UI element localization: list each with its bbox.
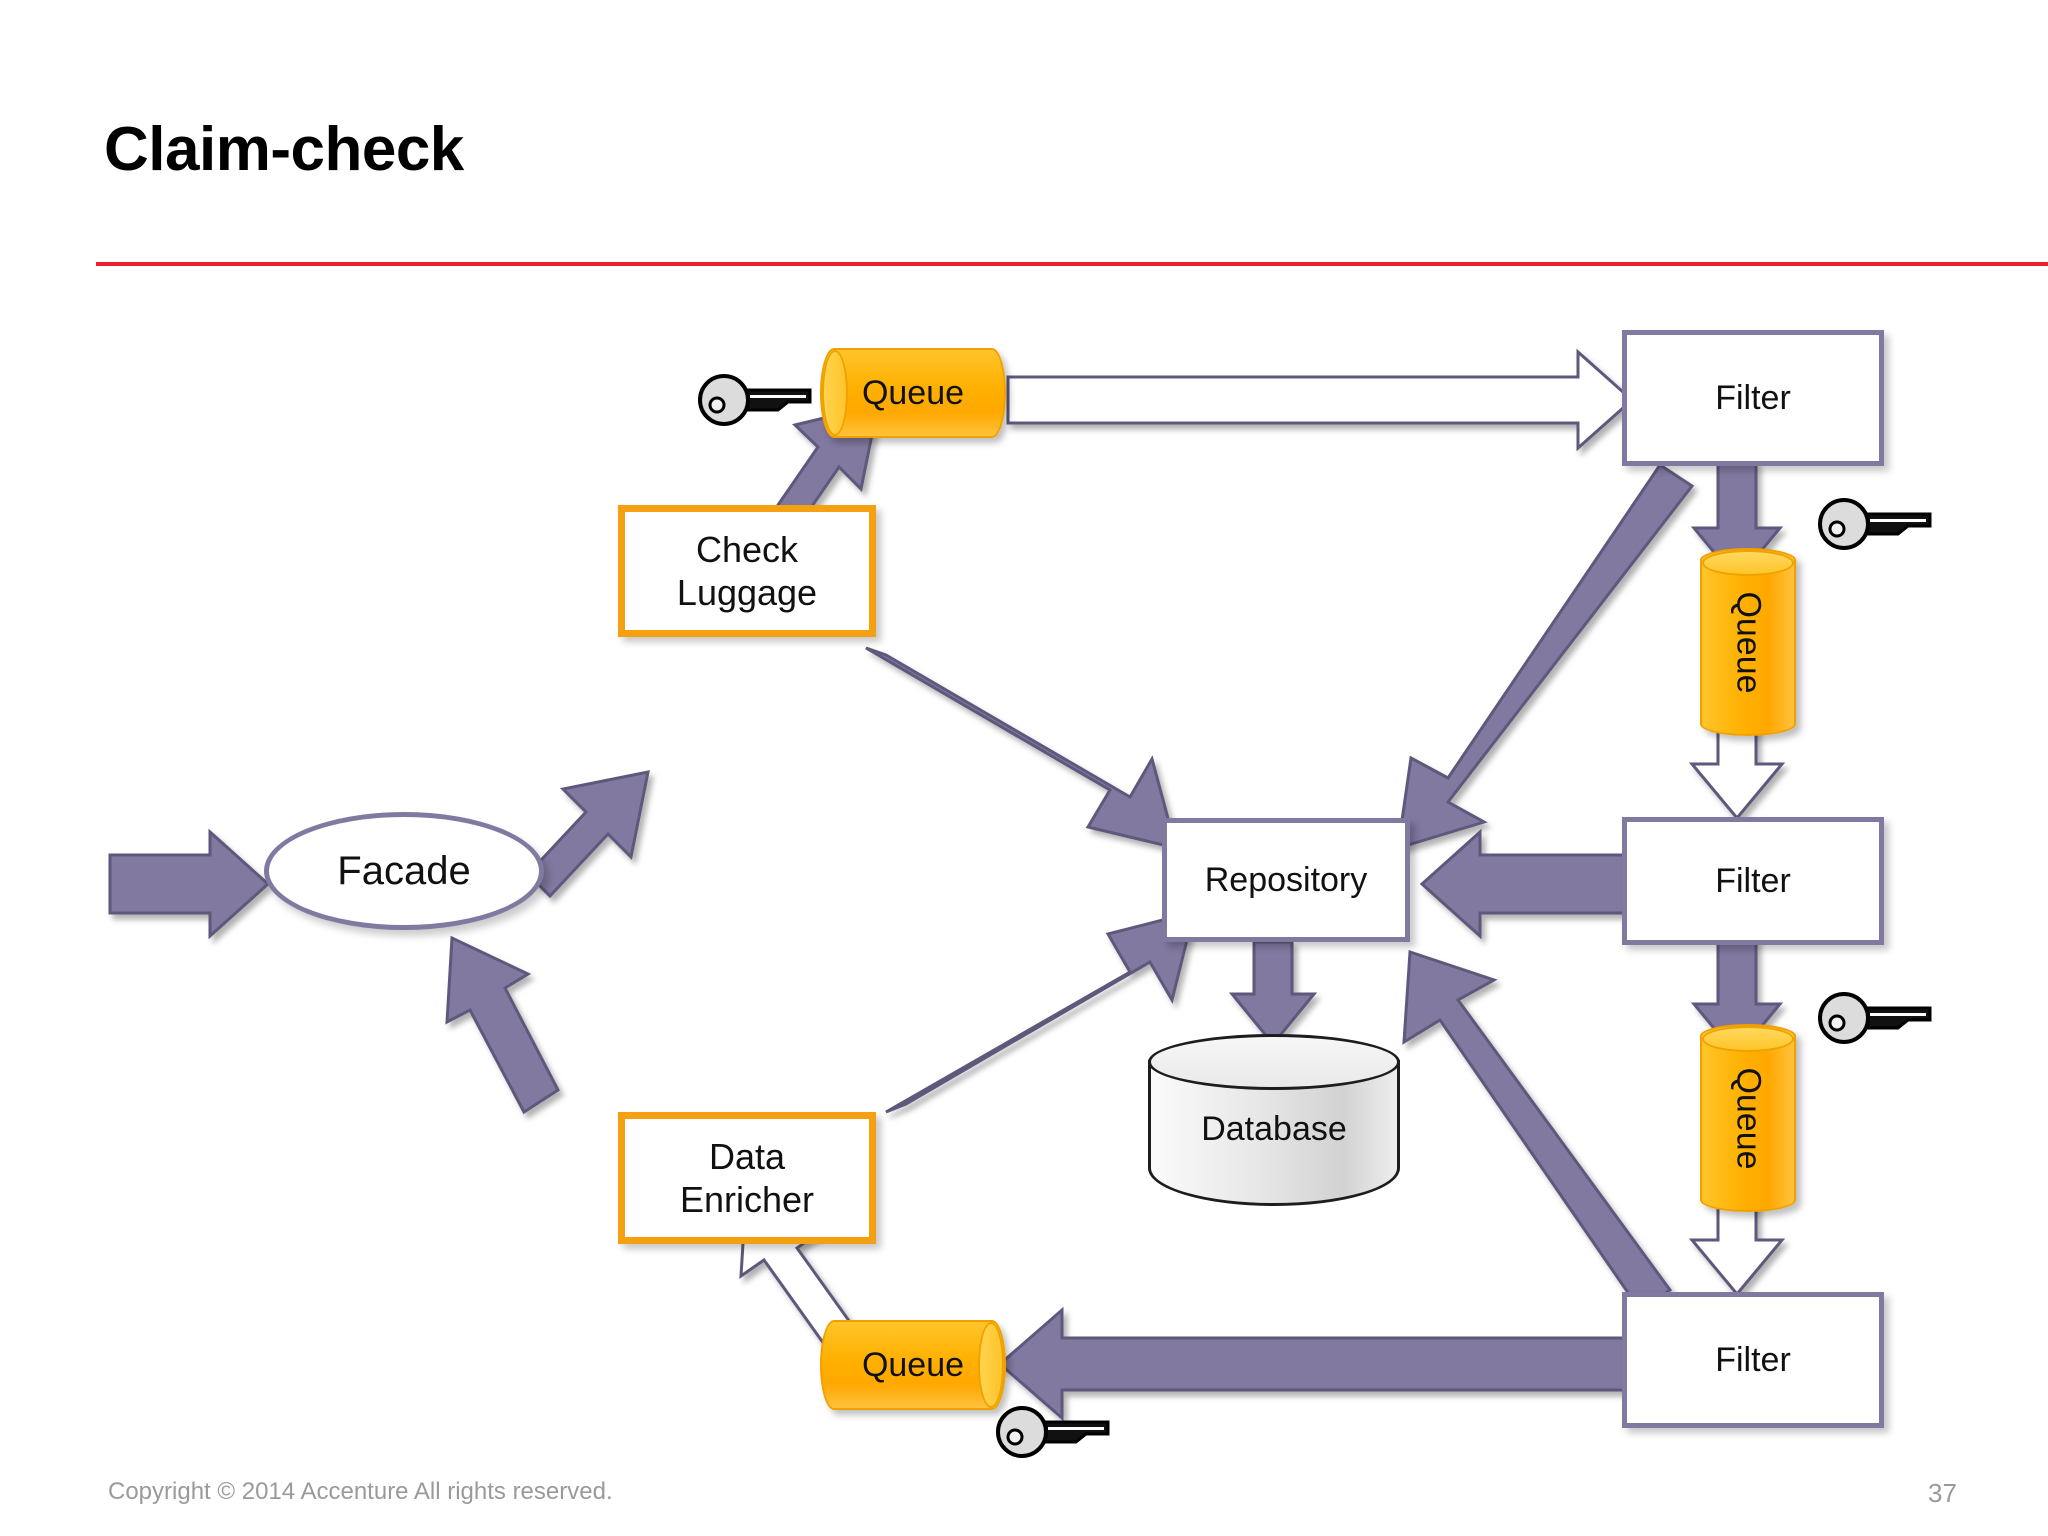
node-filter-2-label: Filter: [1715, 861, 1791, 900]
footer-page-number: 37: [1928, 1478, 1957, 1508]
node-data-enricher-line2: Enricher: [679, 1179, 815, 1220]
queue-cap: [822, 350, 848, 436]
node-queue-bottom[interactable]: Queue: [820, 1320, 1006, 1410]
queue-cap: [1702, 1026, 1794, 1052]
node-check-luggage-line2: Luggage: [676, 572, 818, 613]
arrow-queue-top-to-filter1: [1006, 348, 1635, 452]
node-filter-1-label: Filter: [1715, 378, 1791, 417]
node-repository-label: Repository: [1204, 860, 1368, 899]
queue-cap: [1702, 550, 1794, 576]
queue-body: [820, 348, 1006, 438]
arrow-repository-to-database: [1228, 940, 1318, 1047]
node-queue-top-label: Queue: [861, 373, 965, 412]
node-queue-right-2[interactable]: Queue: [1700, 1024, 1796, 1212]
node-queue-top[interactable]: Queue: [820, 348, 1006, 438]
node-filter-3-label: Filter: [1715, 1340, 1791, 1379]
key-icon: [1812, 492, 1940, 556]
node-queue-right-1[interactable]: Queue: [1700, 548, 1796, 736]
arrow-filter1-to-repository: [1396, 462, 1695, 851]
node-filter-2[interactable]: Filter: [1622, 817, 1884, 945]
key-icon: [1812, 986, 1940, 1050]
database-top-ellipse: [1148, 1034, 1400, 1090]
title-divider: [96, 262, 2048, 266]
node-queue-right-1-label: Queue: [1729, 590, 1768, 694]
arrow-check-luggage-to-repository: [865, 646, 1179, 851]
page-title: Claim-check: [104, 115, 464, 184]
queue-body: [1700, 548, 1796, 736]
node-check-luggage-line1: Check: [695, 528, 799, 570]
node-facade-label: Facade: [337, 849, 471, 893]
arrow-filter3-to-repository: [1402, 949, 1673, 1313]
node-repository[interactable]: Repository: [1162, 818, 1410, 942]
queue-body: [820, 1320, 1006, 1410]
node-database-label: Database: [1201, 1109, 1347, 1148]
node-filter-3[interactable]: Filter: [1622, 1292, 1884, 1428]
queue-cap: [978, 1322, 1004, 1408]
arrow-filter2-to-repository: [1419, 828, 1626, 940]
arrow-facade-to-check-luggage: [525, 770, 650, 899]
key-icon: [990, 1400, 1118, 1464]
node-data-enricher-line1: Data: [708, 1135, 786, 1177]
key-icon: [692, 368, 820, 432]
queue-body: [1700, 1024, 1796, 1212]
arrow-data-enricher-to-facade: [445, 935, 560, 1115]
node-queue-bottom-label: Queue: [861, 1345, 965, 1384]
node-data-enricher[interactable]: Data Enricher: [618, 1112, 876, 1244]
node-facade[interactable]: Facade: [264, 812, 544, 930]
node-database[interactable]: Database: [1148, 1034, 1400, 1206]
footer-copyright: Copyright © 2014 Accenture All rights re…: [108, 1478, 613, 1505]
arrow-input-to-facade: [108, 828, 271, 940]
node-filter-1[interactable]: Filter: [1622, 330, 1884, 466]
node-queue-right-2-label: Queue: [1729, 1066, 1768, 1170]
node-check-luggage[interactable]: Check Luggage: [618, 505, 876, 637]
